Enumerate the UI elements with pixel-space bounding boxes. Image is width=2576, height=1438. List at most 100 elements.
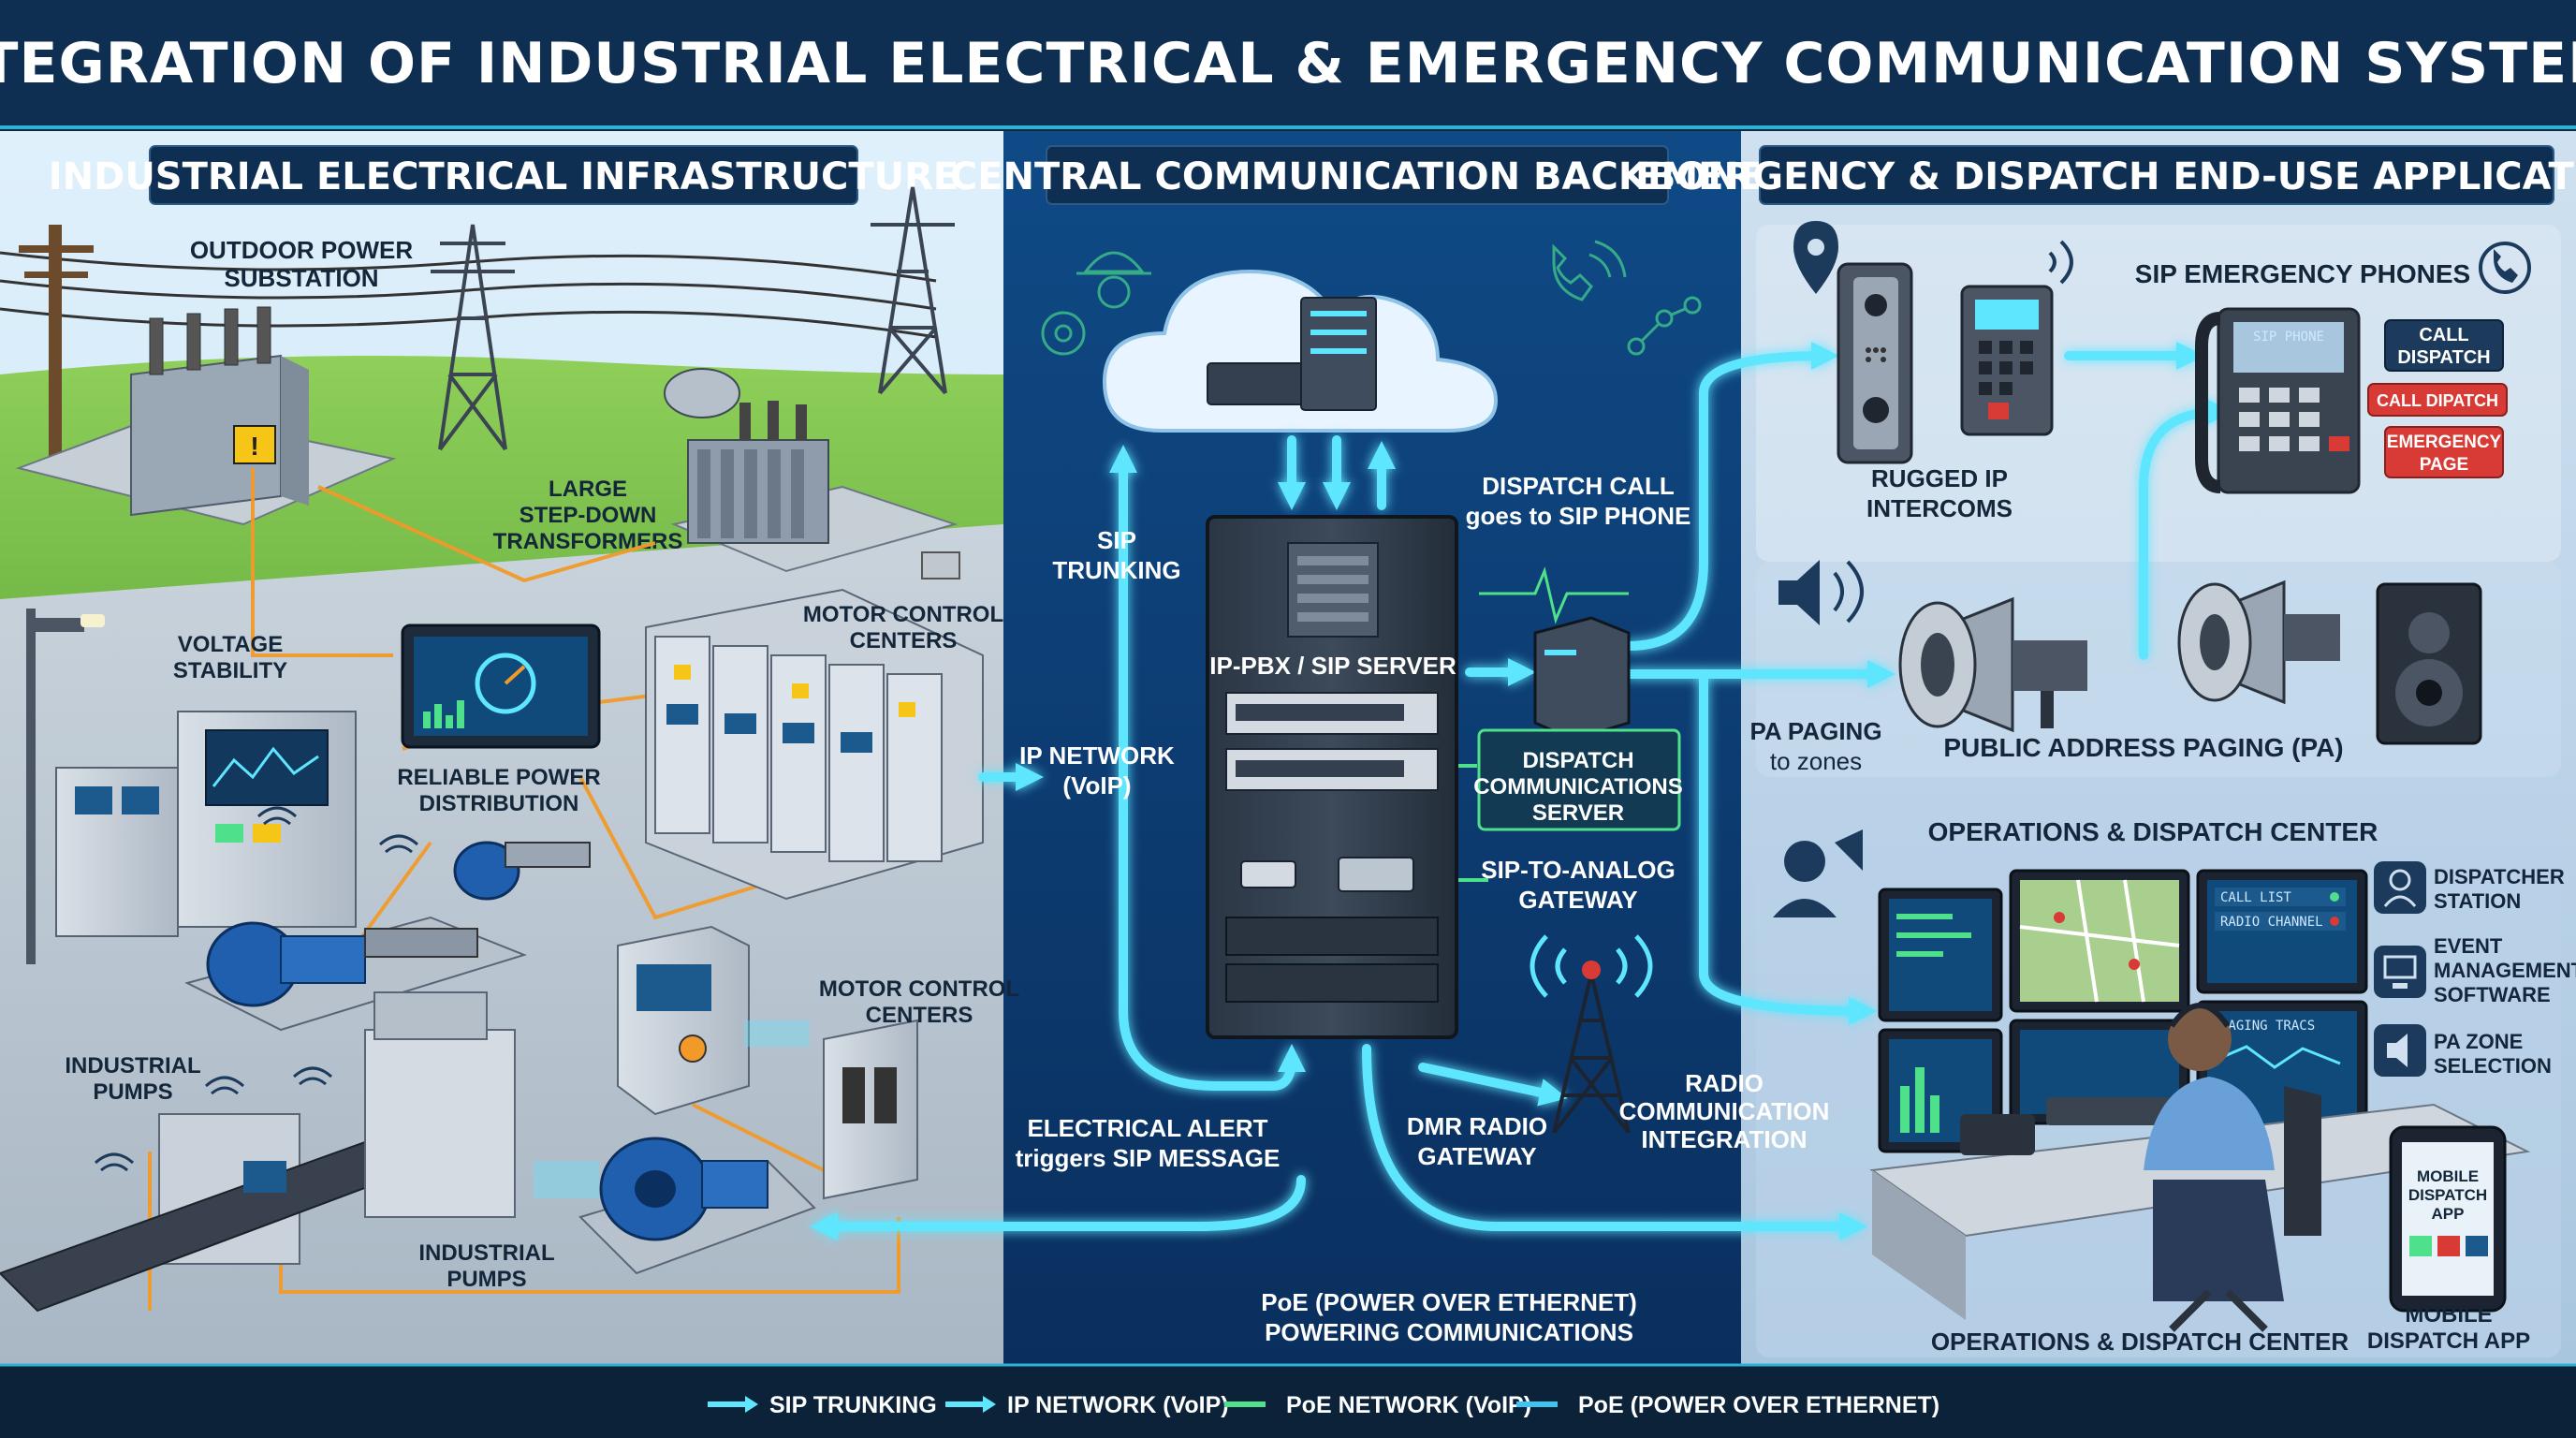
screen-paging-tracks: PAGING TRACS <box>2219 1019 2341 1069</box>
label-dmr-gateway: DMR RADIO GATEWAY <box>1407 1112 1547 1170</box>
svg-text:SIP: SIP <box>1097 526 1136 554</box>
svg-text:EVENT: EVENT <box>2434 934 2503 958</box>
svg-text:RELIABLE POWER: RELIABLE POWER <box>397 765 600 790</box>
svg-text:DMR RADIO: DMR RADIO <box>1407 1112 1547 1140</box>
svg-text:PA PAGING: PA PAGING <box>1749 717 1881 745</box>
svg-text:STEP-DOWN: STEP-DOWN <box>520 503 657 528</box>
section-title-right: EMERGENCY & DISPATCH END-USE APPLICATION… <box>1635 155 2576 198</box>
svg-text:MOBILE: MOBILE <box>2417 1167 2479 1185</box>
legend-item: SIP TRUNKING <box>708 1392 937 1418</box>
label-public-address: PUBLIC ADDRESS PAGING (PA) <box>1943 733 2343 762</box>
svg-text:MANAGEMENT: MANAGEMENT <box>2434 959 2576 982</box>
speaker-icon <box>1778 560 1864 625</box>
svg-text:CALL DIPATCH: CALL DIPATCH <box>2377 391 2498 410</box>
legend-item: IP NETWORK (VoIP) <box>945 1392 1229 1418</box>
voltage-stability-cabinets <box>55 711 357 937</box>
svg-text:STABILITY: STABILITY <box>173 658 287 683</box>
power-distribution-display <box>401 624 601 749</box>
radio-waves-icon <box>1530 934 1653 998</box>
street-light <box>26 609 105 964</box>
svg-text:APP: APP <box>2432 1205 2465 1223</box>
page-title: INTEGRATION OF INDUSTRIAL ELECTRICAL & E… <box>0 31 2576 96</box>
dispatcher-operator <box>2144 1003 2321 1332</box>
svg-text:LARGE: LARGE <box>549 477 627 502</box>
keypad-intercom <box>1960 285 2054 436</box>
section-header-left: INDUSTRIAL ELECTRICAL INFRASTRUCTURE <box>49 145 959 205</box>
label-ip-pbx: IP-PBX / SIP SERVER <box>1209 652 1456 680</box>
legend-label: PoE (POWER OVER ETHERNET) <box>1578 1392 1939 1418</box>
svg-text:MOTOR CONTROL: MOTOR CONTROL <box>803 602 1003 627</box>
dispatch-server-box: DISPATCH COMMUNICATIONS SERVER <box>1473 728 1683 831</box>
mobile-dispatch-app: MOBILE DISPATCH APP <box>2389 1125 2507 1313</box>
motor-control-centers-lower <box>617 925 918 1200</box>
svg-text:OUTDOOR POWER: OUTDOOR POWER <box>190 236 414 264</box>
label-sip-gateway: SIP-TO-ANALOG GATEWAY <box>1481 856 1676 914</box>
svg-text:to zones: to zones <box>1770 747 1862 775</box>
section-title-left: INDUSTRIAL ELECTRICAL INFRASTRUCTURE <box>49 155 959 198</box>
svg-text:DISTRIBUTION: DISTRIBUTION <box>419 791 579 816</box>
wireless-signal-icon <box>2048 240 2073 285</box>
legend-arrowhead <box>983 1396 996 1413</box>
phone-signal-icon <box>1552 240 1627 301</box>
cloud-server <box>1102 269 1499 433</box>
label-mobile-app: MOBILE DISPATCH APP <box>2367 1302 2530 1354</box>
svg-text:DISPATCH: DISPATCH <box>1522 748 1633 773</box>
legend-label: PoE NETWORK (VoIP) <box>1286 1392 1531 1418</box>
label-sip-phones: SIP EMERGENCY PHONES <box>2135 259 2470 288</box>
dispatcher-headset-icon <box>1773 829 1863 917</box>
svg-text:CALL LIST: CALL LIST <box>2220 890 2291 905</box>
svg-text:STATION: STATION <box>2434 889 2521 913</box>
sip-emergency-phone: SIP PHONE <box>2195 307 2361 494</box>
heartbeat-signal-icon <box>1479 566 1629 624</box>
label-voltage: VOLTAGE STABILITY <box>173 632 287 683</box>
svg-text:(VoIP): (VoIP) <box>1062 771 1131 800</box>
label-event-management: EVENT MANAGEMENT SOFTWARE <box>2434 934 2576 1006</box>
label-pa-zone: PA ZONE SELECTION <box>2434 1030 2552 1078</box>
step-down-transformers <box>664 368 960 580</box>
svg-text:PUMPS: PUMPS <box>93 1079 172 1105</box>
svg-text:PA ZONE: PA ZONE <box>2434 1030 2523 1053</box>
svg-text:DISPATCHER: DISPATCHER <box>2434 865 2565 888</box>
svg-text:GATEWAY: GATEWAY <box>1518 886 1637 914</box>
svg-text:SELECTION: SELECTION <box>2434 1054 2552 1078</box>
svg-text:COMMUNICATIONS: COMMUNICATIONS <box>1473 774 1683 800</box>
svg-text:goes to SIP PHONE: goes to SIP PHONE <box>1466 502 1691 530</box>
svg-text:DISPATCH CALL: DISPATCH CALL <box>1482 472 1675 500</box>
event-management-icon <box>2374 946 2426 998</box>
network-nodes-icon <box>1627 296 1702 356</box>
label-dispatch-call: DISPATCH CALL goes to SIP PHONE <box>1466 472 1691 530</box>
svg-text:RADIO: RADIO <box>1685 1069 1764 1097</box>
label-poe: PoE (POWER OVER ETHERNET) POWERING COMMU… <box>1261 1288 1637 1346</box>
legend: SIP TRUNKING IP NETWORK (VoIP) PoE NETWORK… <box>708 1392 1939 1418</box>
svg-text:COMMUNICATION: COMMUNICATION <box>1619 1097 1830 1125</box>
svg-text:SERVER: SERVER <box>1532 800 1624 826</box>
screen-call-list: CALL LIST <box>2215 888 2346 906</box>
legend-label: SIP TRUNKING <box>769 1392 937 1418</box>
label-ops-center-bottom: OPERATIONS & DISPATCH CENTER <box>1931 1328 2349 1356</box>
svg-text:PUMPS: PUMPS <box>446 1267 526 1292</box>
pa-horn-speaker-2 <box>2177 580 2340 705</box>
label-distribution: RELIABLE POWER DISTRIBUTION <box>397 765 600 816</box>
svg-text:INTERCOMS: INTERCOMS <box>1866 494 2012 522</box>
outdoor-substation: ! <box>15 306 397 526</box>
legend-bar <box>0 1365 2576 1438</box>
svg-text:!: ! <box>250 432 258 461</box>
legend-item: PoE (POWER OVER ETHERNET) <box>1516 1392 1939 1418</box>
transmission-tower-1 <box>431 224 515 451</box>
pa-horn-speaker-1 <box>1898 596 2087 733</box>
svg-text:ELECTRICAL ALERT: ELECTRICAL ALERT <box>1027 1114 1267 1142</box>
label-sip-trunking: SIP TRUNKING <box>1052 526 1180 584</box>
pa-cabinet-speaker <box>2376 582 2482 745</box>
industrial-pump-upper <box>184 841 591 1032</box>
svg-text:PAGE: PAGE <box>2420 455 2468 475</box>
label-mcc-lower: MOTOR CONTROL CENTERS <box>819 976 1019 1028</box>
label-pumps-left: INDUSTRIAL PUMPS <box>65 1053 200 1105</box>
svg-text:INTEGRATION: INTEGRATION <box>1641 1125 1807 1153</box>
svg-text:DISPATCH APP: DISPATCH APP <box>2367 1328 2530 1354</box>
location-pin-icon <box>1793 221 1838 294</box>
svg-text:RADIO CHANNEL: RADIO CHANNEL <box>2220 915 2323 930</box>
call-dipatch-button: CALL DIPATCH <box>2367 383 2508 417</box>
svg-text:SIP PHONE: SIP PHONE <box>2253 330 2324 345</box>
